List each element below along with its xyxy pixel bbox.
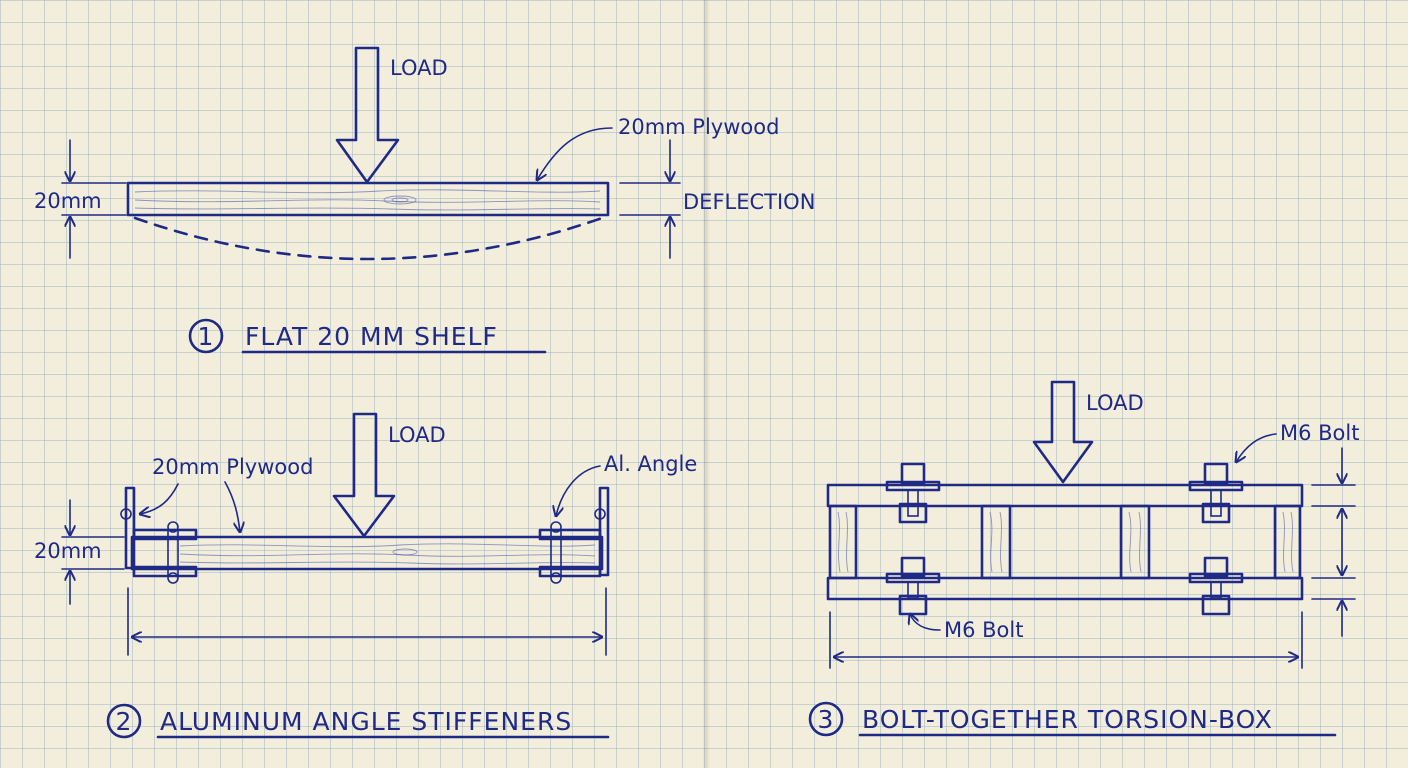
panel-caption: FLAT 20 MM SHELF <box>245 322 498 351</box>
bolt-icon <box>885 556 941 616</box>
height-dimension <box>1311 447 1356 637</box>
angle-leader-left <box>140 483 179 514</box>
top-skin <box>826 483 1304 508</box>
panel-number-circle <box>188 318 224 354</box>
bottom-skin <box>826 576 1304 601</box>
aluminum-angle-right <box>538 486 610 584</box>
panel-caption: BOLT-TOGETHER TORSION-BOX <box>862 705 1273 734</box>
panel-number: 3 <box>818 705 835 734</box>
angle-leader-right <box>556 465 601 516</box>
bolt-icon <box>885 462 941 524</box>
span-dimension <box>127 587 607 656</box>
load-arrow-icon <box>335 46 400 184</box>
material-leader <box>537 127 613 180</box>
bolt-icon <box>1188 556 1244 616</box>
bolt-label-top: M6 Bolt <box>1280 421 1359 445</box>
notebook-fold <box>703 0 709 768</box>
panel-number-circle <box>808 701 844 737</box>
material-label: 20mm Plywood <box>618 115 779 139</box>
deflection-curve <box>133 216 604 261</box>
thickness-dimension <box>61 499 125 605</box>
panel-number: 2 <box>116 707 133 736</box>
thickness-label: 20mm <box>34 189 102 213</box>
thickness-dimension <box>61 139 127 259</box>
load-label: LOAD <box>388 423 446 447</box>
panel-flat-shelf: LOAD 20mm Plywood 20mm <box>34 46 815 354</box>
bolt-label-bottom: M6 Bolt <box>944 618 1023 642</box>
panel-aluminum-angle: LOAD 20mm Pl <box>34 412 697 739</box>
load-arrow-icon <box>1032 380 1094 484</box>
panel-number: 1 <box>198 322 215 351</box>
wood-grain <box>179 543 596 565</box>
panel-caption: ALUMINUM ANGLE STIFFENERS <box>160 707 572 736</box>
load-arrow-icon <box>332 412 396 538</box>
bolt-icon <box>1188 462 1244 524</box>
deflection-label: DEFLECTION <box>683 190 815 214</box>
material-label: 20mm Plywood <box>152 455 313 479</box>
wood-grain <box>134 189 601 211</box>
deflection-dimension <box>619 139 681 259</box>
material-leader <box>224 481 240 532</box>
panel-torsion-box: LOAD <box>808 380 1359 737</box>
panel-number-circle <box>106 703 142 739</box>
thickness-label: 20mm <box>34 539 102 563</box>
plywood-plank <box>130 535 604 571</box>
bolt-leader-top <box>1236 433 1277 462</box>
load-label: LOAD <box>1086 391 1144 415</box>
internal-ribs <box>828 504 1302 580</box>
load-label: LOAD <box>390 56 448 80</box>
span-dimension <box>829 611 1303 669</box>
plywood-plank <box>126 181 610 217</box>
bolt-leader-bottom <box>910 614 941 631</box>
aluminum-angle-left <box>120 486 198 584</box>
angle-label: Al. Angle <box>604 452 697 476</box>
